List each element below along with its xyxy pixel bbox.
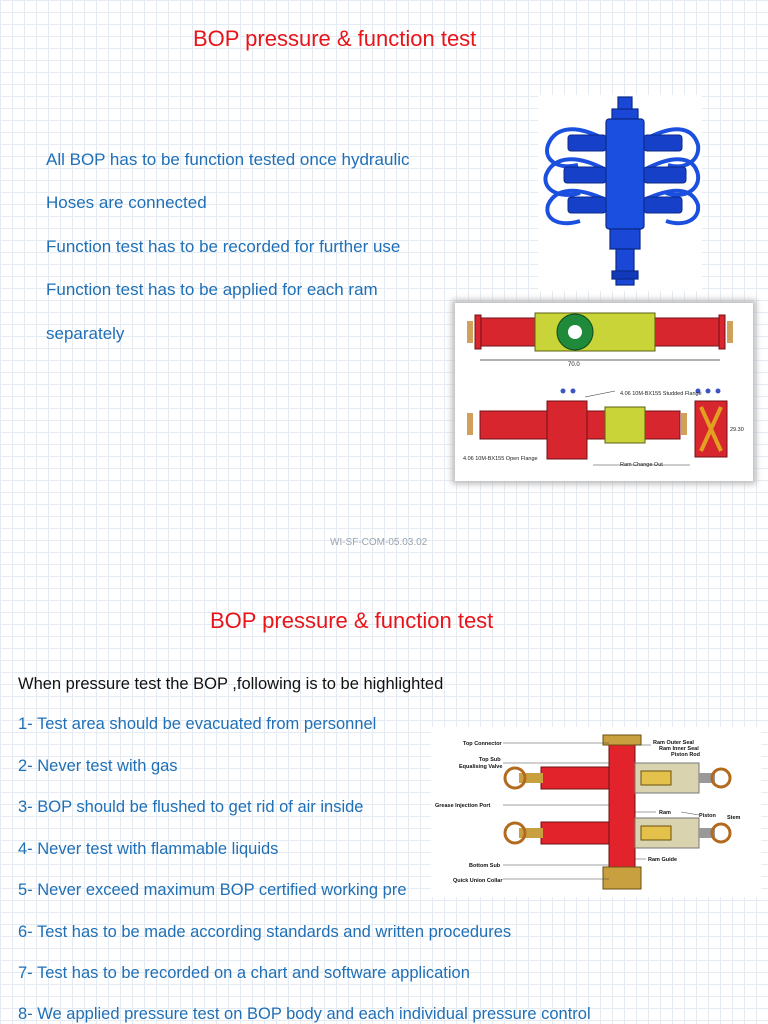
slide2-item-7: 7- Test has to be recorded on a chart an…	[18, 964, 470, 982]
slide1-bullet-1: All BOP has to be function tested once h…	[46, 150, 410, 169]
slide1-footer: WI-SF-COM-05.03.02	[330, 537, 428, 548]
slide2-item-4: 4- Never test with flammable liquids	[18, 840, 279, 858]
label-ram-guide: Ram Guide	[648, 857, 677, 863]
label-grease-port: Grease Injection Port	[435, 803, 490, 809]
label-equalising-valve: Equalising Valve	[459, 764, 502, 770]
label-ram-outer-seal: Ram Outer Seal	[653, 740, 694, 746]
slide2-intro: When pressure test the BOP ,following is…	[18, 675, 444, 693]
slide2-item-1: 1- Test area should be evacuated from pe…	[18, 715, 377, 733]
label-top-sub: Top Sub	[479, 757, 501, 763]
label-piston: Piston	[699, 813, 716, 819]
ram-drawing-image: 70.0 4.06 10M-BX155 Studded Flange 29.30…	[455, 303, 753, 481]
label-bottom-sub: Bottom Sub	[469, 863, 501, 869]
open-flange-label: 4.06 10M-BX155 Open Flange	[463, 456, 538, 462]
dim-length-label: 70.0	[568, 362, 580, 368]
label-quick-union: Quick Union Collar	[453, 878, 503, 884]
label-ram: Ram	[659, 810, 671, 816]
bop-stack-image	[538, 95, 702, 291]
bop-cutaway-diagram: Top Connector Top Sub Equalising Valve G…	[431, 727, 761, 897]
label-top-connector: Top Connector	[463, 741, 503, 747]
slide2-item-2: 2- Never test with gas	[18, 757, 178, 775]
slide1-bullet-3: Function test has to be recorded for fur…	[46, 237, 401, 256]
slide1-bullet-5: separately	[46, 324, 125, 343]
slide1-bullet-4: Function test has to be applied for each…	[46, 280, 378, 299]
slide2-item-6: 6- Test has to be made according standar…	[18, 923, 512, 941]
dim-height-label: 29.30	[730, 427, 744, 433]
slide2-title: BOP pressure & function test	[210, 608, 494, 633]
ram-change-label: Ram Change Out	[620, 462, 663, 468]
studded-flange-label: 4.06 10M-BX155 Studded Flange	[620, 391, 702, 397]
slide2-item-3: 3- BOP should be flushed to get rid of a…	[18, 798, 364, 816]
slide2-item-8: 8- We applied pressure test on BOP body …	[18, 1005, 591, 1023]
label-stem: Stem	[727, 815, 741, 821]
slide2-item-5: 5- Never exceed maximum BOP certified wo…	[18, 881, 407, 899]
label-piston-rod: Piston Rod	[671, 752, 700, 758]
slide1-title: BOP pressure & function test	[193, 26, 477, 51]
slide1-bullet-2: Hoses are connected	[46, 193, 207, 212]
label-ram-inner-seal: Ram Inner Seal	[659, 746, 699, 752]
